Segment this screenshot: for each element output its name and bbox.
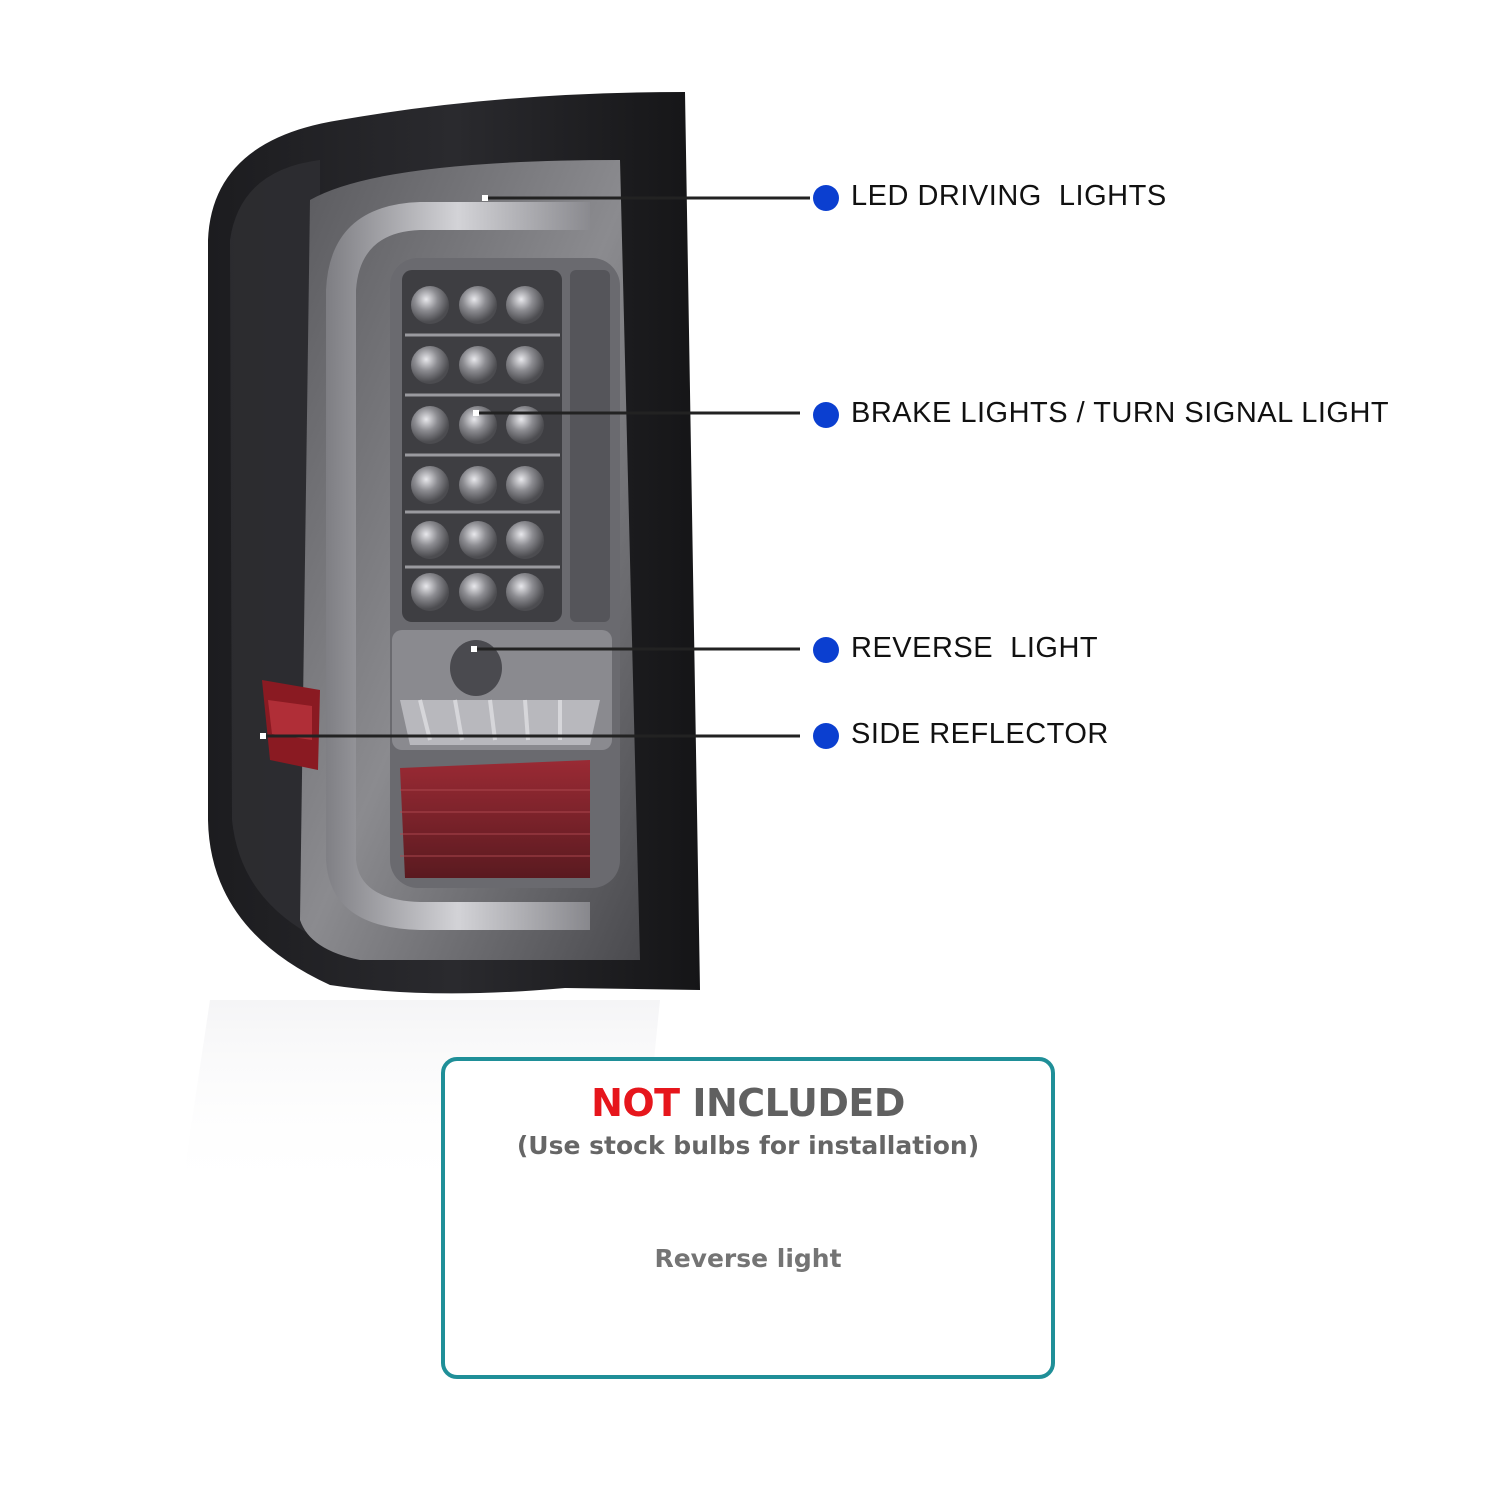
- not-included-notice-box: NOT INCLUDED (Use stock bulbs for instal…: [441, 1057, 1055, 1379]
- notice-title-rest: INCLUDED: [679, 1081, 905, 1125]
- notice-subtitle: (Use stock bulbs for installation): [516, 1131, 980, 1160]
- callout-dot-led: [813, 185, 839, 211]
- red-lens: [400, 760, 590, 878]
- notice-item: Reverse light: [654, 1244, 842, 1273]
- notice-title-highlight: NOT: [591, 1081, 680, 1125]
- callout-label-side-reflector: SIDE REFLECTOR: [851, 718, 1109, 750]
- notice-title: NOT INCLUDED: [445, 1081, 1051, 1125]
- callout-dot-reverse: [813, 637, 839, 663]
- callout-label-reverse-light: REVERSE LIGHT: [851, 632, 1099, 664]
- callout-dot-brake: [813, 402, 839, 428]
- callout-label-brake-turn-signal: BRAKE LIGHTS / TURN SIGNAL LIGHT: [851, 397, 1390, 429]
- led-array: [405, 286, 560, 611]
- callout-label-led-driving-lights: LED DRIVING LIGHTS: [851, 180, 1167, 212]
- callout-dot-reflector: [813, 723, 839, 749]
